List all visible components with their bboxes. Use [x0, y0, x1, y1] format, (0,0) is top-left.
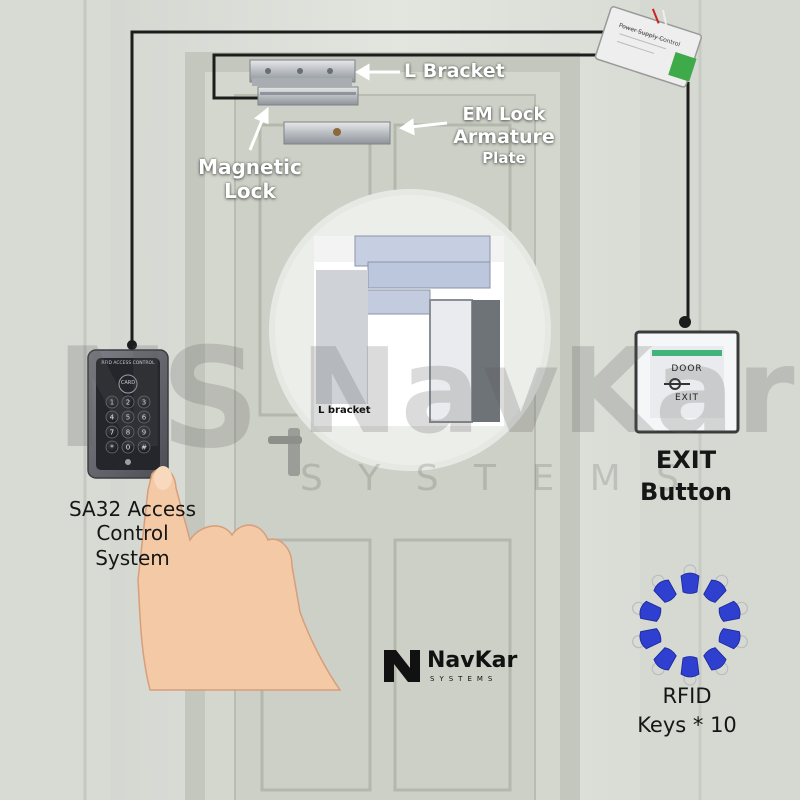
- wire-terminal-keypad: [127, 340, 137, 350]
- keypad-key-label: #: [141, 444, 147, 452]
- brand-tagline: SYSTEMS: [430, 675, 498, 683]
- armature-plate-part: [283, 121, 391, 145]
- keypad-keys: 1 2 3 4 5 6 7 8 9 * 0 #: [105, 395, 151, 454]
- label-exit-button-line1: EXIT: [655, 446, 717, 474]
- keypad-key-label: 4: [110, 414, 115, 422]
- inset-detail: [269, 189, 551, 471]
- keypad-key-label: 5: [126, 414, 130, 422]
- brand-logo-mark: [384, 650, 420, 682]
- l-bracket-part: [249, 59, 356, 86]
- label-em-lock-armature-plate: EM Lock Armature Plate: [438, 104, 570, 167]
- label-access-control-line3: System: [95, 545, 170, 570]
- keypad-key-label: 1: [110, 399, 114, 407]
- keypad-key: [137, 395, 151, 409]
- label-access-control-line2: Control: [96, 521, 169, 546]
- label-access-control: SA32 Access Control System: [50, 497, 215, 570]
- rfid-tags: [632, 564, 748, 686]
- power-supply-unit: [594, 6, 703, 88]
- keypad-key-label: 8: [126, 429, 130, 437]
- exit-switch-device: [634, 330, 740, 434]
- rfid-key-tag: [680, 572, 700, 594]
- label-exit-button-line2: Button: [640, 478, 732, 507]
- label-magnetic-lock-line2: Lock: [224, 179, 276, 204]
- rfid-key-tag: [703, 579, 727, 603]
- label-em-lock-line2: Armature: [453, 125, 555, 148]
- keypad-key: [137, 410, 151, 424]
- keypad-key: [121, 410, 135, 424]
- keypad-key-label: *: [110, 444, 114, 452]
- keypad-key: [121, 425, 135, 439]
- label-rfid-line2: Keys * 10: [637, 713, 737, 738]
- exit-switch-exit-text: EXIT: [674, 393, 699, 403]
- label-arrows: [248, 63, 448, 151]
- keypad-key: [105, 440, 119, 454]
- rfid-key-tag: [653, 647, 677, 671]
- label-rfid-keys: RFID Keys * 10: [612, 682, 762, 741]
- label-em-lock-line3: Plate: [482, 149, 526, 168]
- rfid-key-tag: [653, 579, 677, 603]
- keypad-key: [105, 410, 119, 424]
- label-rfid-line1: RFID: [662, 684, 712, 708]
- label-l-bracket: L Bracket: [404, 60, 505, 82]
- rfid-key-tag: [639, 628, 662, 650]
- label-magnetic-lock-line1: Magnetic: [198, 155, 302, 179]
- rfid-key-tag: [718, 600, 741, 622]
- label-access-control-line1: SA32 Access: [68, 497, 197, 521]
- keypad-key-label: 7: [110, 429, 114, 437]
- wiring: [130, 30, 690, 345]
- rfid-key-tag: [718, 628, 741, 650]
- rfid-key-tag: [703, 647, 727, 671]
- hand-illustration: [137, 466, 342, 691]
- keypad-key: [121, 395, 135, 409]
- brand-name: NavKar: [427, 648, 518, 673]
- rfid-key-tag: [639, 600, 662, 622]
- label-exit-button: EXIT Button: [616, 444, 756, 509]
- keypad-header: RFID ACCESS CONTROL: [101, 361, 155, 366]
- keypad-key: [105, 425, 119, 439]
- exit-switch-door-text: DOOR: [671, 364, 703, 374]
- inset-caption: L bracket: [318, 405, 371, 416]
- magnetic-lock-part: [257, 86, 359, 106]
- wire-terminal-exit: [679, 316, 691, 328]
- keypad-key-label: 3: [142, 399, 146, 407]
- keypad-key: [137, 440, 151, 454]
- rfid-key-tag: [680, 656, 700, 678]
- keypad-key: [137, 425, 151, 439]
- keypad-card-text: CARD: [120, 380, 136, 386]
- keypad-key: [121, 440, 135, 454]
- keypad-key-label: 2: [126, 399, 130, 407]
- label-em-lock-line1: EM Lock: [462, 104, 546, 125]
- keypad-key: [105, 395, 119, 409]
- label-magnetic-lock: Magnetic Lock: [190, 155, 310, 204]
- keypad-key-label: 6: [142, 414, 147, 422]
- keypad-key-label: 0: [126, 444, 130, 452]
- keypad-key-label: 9: [142, 429, 146, 437]
